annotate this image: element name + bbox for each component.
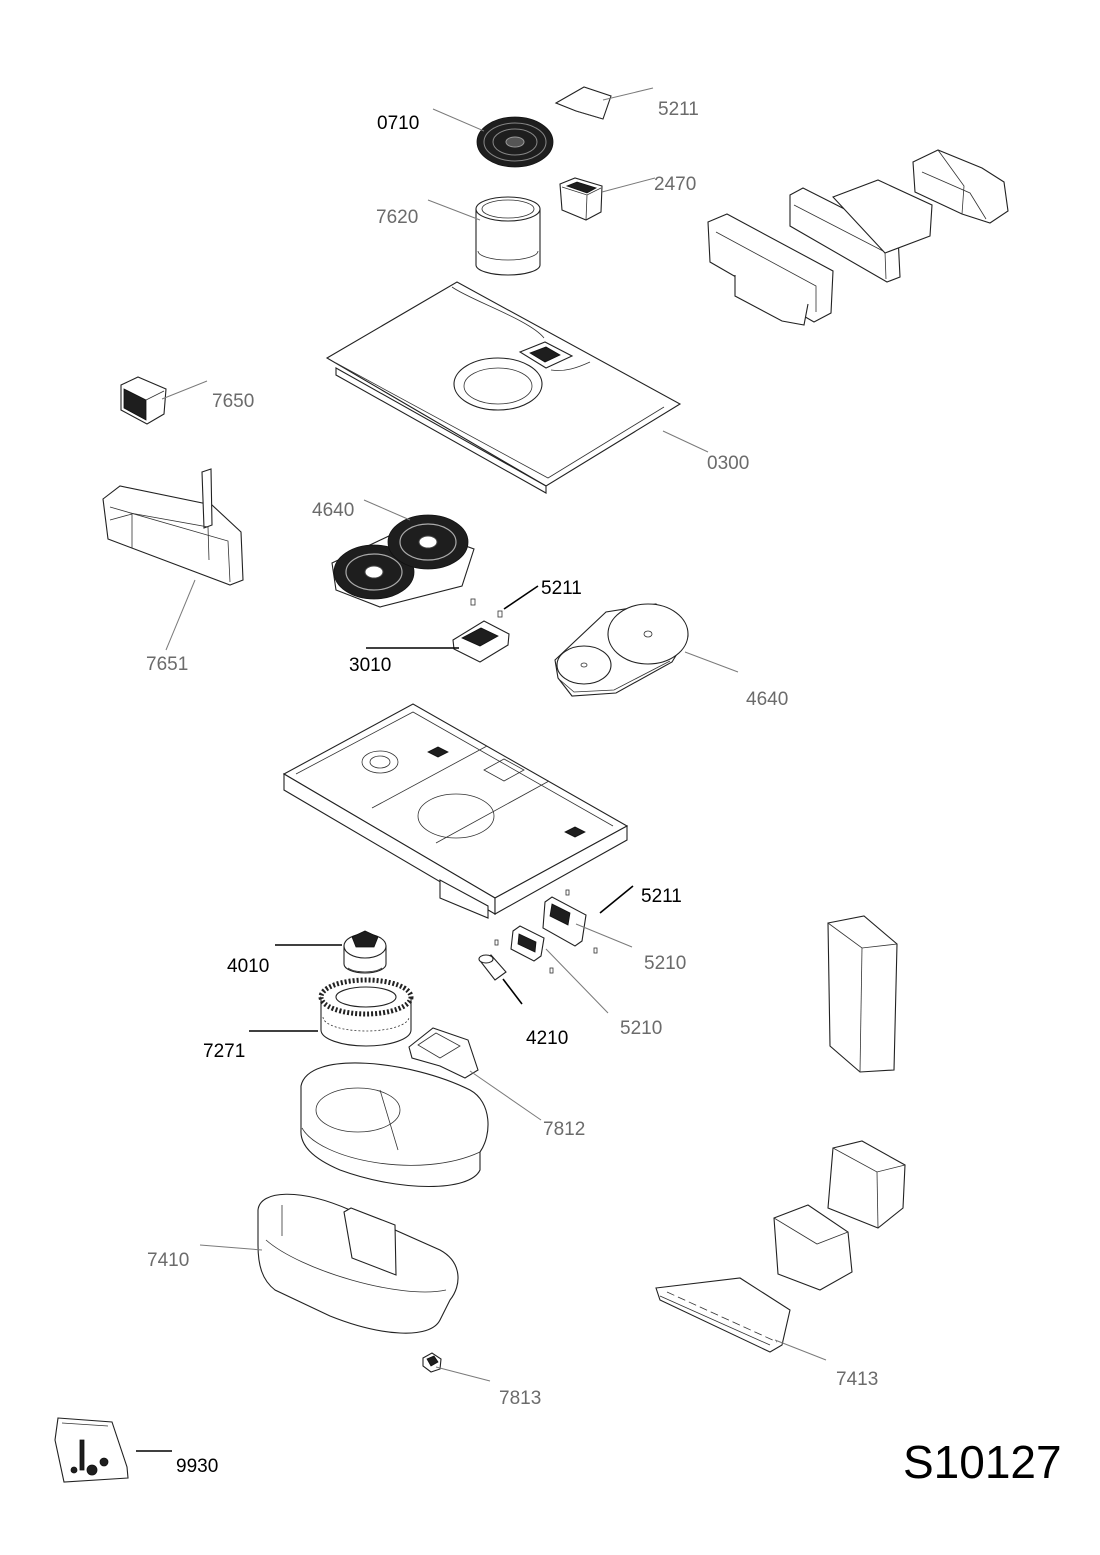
- induction-coils-left-drawing: [331, 514, 475, 608]
- label-filter-board-lower: 5210: [620, 1018, 662, 1039]
- label-fan-motor: 4010: [227, 956, 269, 977]
- label-filter-board-upper: 5210: [644, 953, 686, 974]
- label-control-board: 3010: [349, 655, 391, 676]
- base-chassis-drawing: [282, 703, 629, 919]
- label-accessory-bag: 9930: [176, 1456, 218, 1477]
- label-clip: 7813: [499, 1388, 541, 1409]
- odor-cylinder-drawing: [475, 196, 541, 276]
- filter-board-lower-drawing: [494, 925, 554, 974]
- lower-housing-drawing: [257, 1193, 459, 1334]
- fan-housing-drawing: [300, 1062, 489, 1187]
- grease-filter-drawing: [476, 116, 554, 168]
- label-capacitor: 4210: [526, 1028, 568, 1049]
- vertical-duct-drawing: [827, 915, 898, 1073]
- label-pcb-light: 2470: [654, 174, 696, 195]
- accessory-bag-drawing: [54, 1417, 129, 1483]
- part-labels: 0710 5211 2470 7620 0300 7650 4640 7651 …: [146, 99, 878, 1477]
- label-carbon-filter: 7650: [212, 391, 254, 412]
- drawing-id: S10127: [903, 1436, 1062, 1488]
- label-cable-lower: 5211: [641, 886, 682, 907]
- label-induction-coils-right: 4640: [746, 689, 788, 710]
- label-odor-cylinder: 7620: [376, 207, 418, 228]
- fan-motor-drawing: [343, 930, 387, 974]
- pcb-light-drawing: [559, 177, 603, 221]
- cover-plate-drawing: [554, 86, 612, 120]
- label-outlet-duct: 7812: [543, 1119, 585, 1140]
- label-recirc-module: 7651: [146, 654, 188, 675]
- clip-drawing: [422, 1352, 442, 1373]
- label-duct-kit: 7413: [836, 1369, 878, 1390]
- label-lower-housing: 7410: [147, 1250, 189, 1271]
- impeller-drawing: [318, 977, 414, 1047]
- label-cable-upper: 5211: [541, 578, 582, 599]
- duct-kit-drawing: [655, 1140, 906, 1353]
- label-impeller: 7271: [203, 1041, 245, 1062]
- label-induction-coils-left: 4640: [312, 500, 354, 521]
- label-cover-plate: 5211: [658, 99, 699, 120]
- duct-adapter-drawing: [707, 149, 1009, 326]
- capacitor-drawing: [478, 954, 523, 1005]
- induction-coils-right-drawing: [554, 603, 689, 697]
- cooktop-glass-drawing: [325, 281, 682, 494]
- outlet-duct-drawing: [408, 1027, 479, 1079]
- leader-lines: [136, 87, 827, 1452]
- filter-board-upper-drawing: [542, 889, 598, 954]
- label-grease-filter: 0710: [377, 113, 419, 134]
- recirc-module-drawing: [102, 468, 244, 586]
- carbon-filter-drawing: [120, 376, 167, 425]
- label-cooktop-glass: 0300: [707, 453, 749, 474]
- control-board-drawing: [452, 598, 510, 663]
